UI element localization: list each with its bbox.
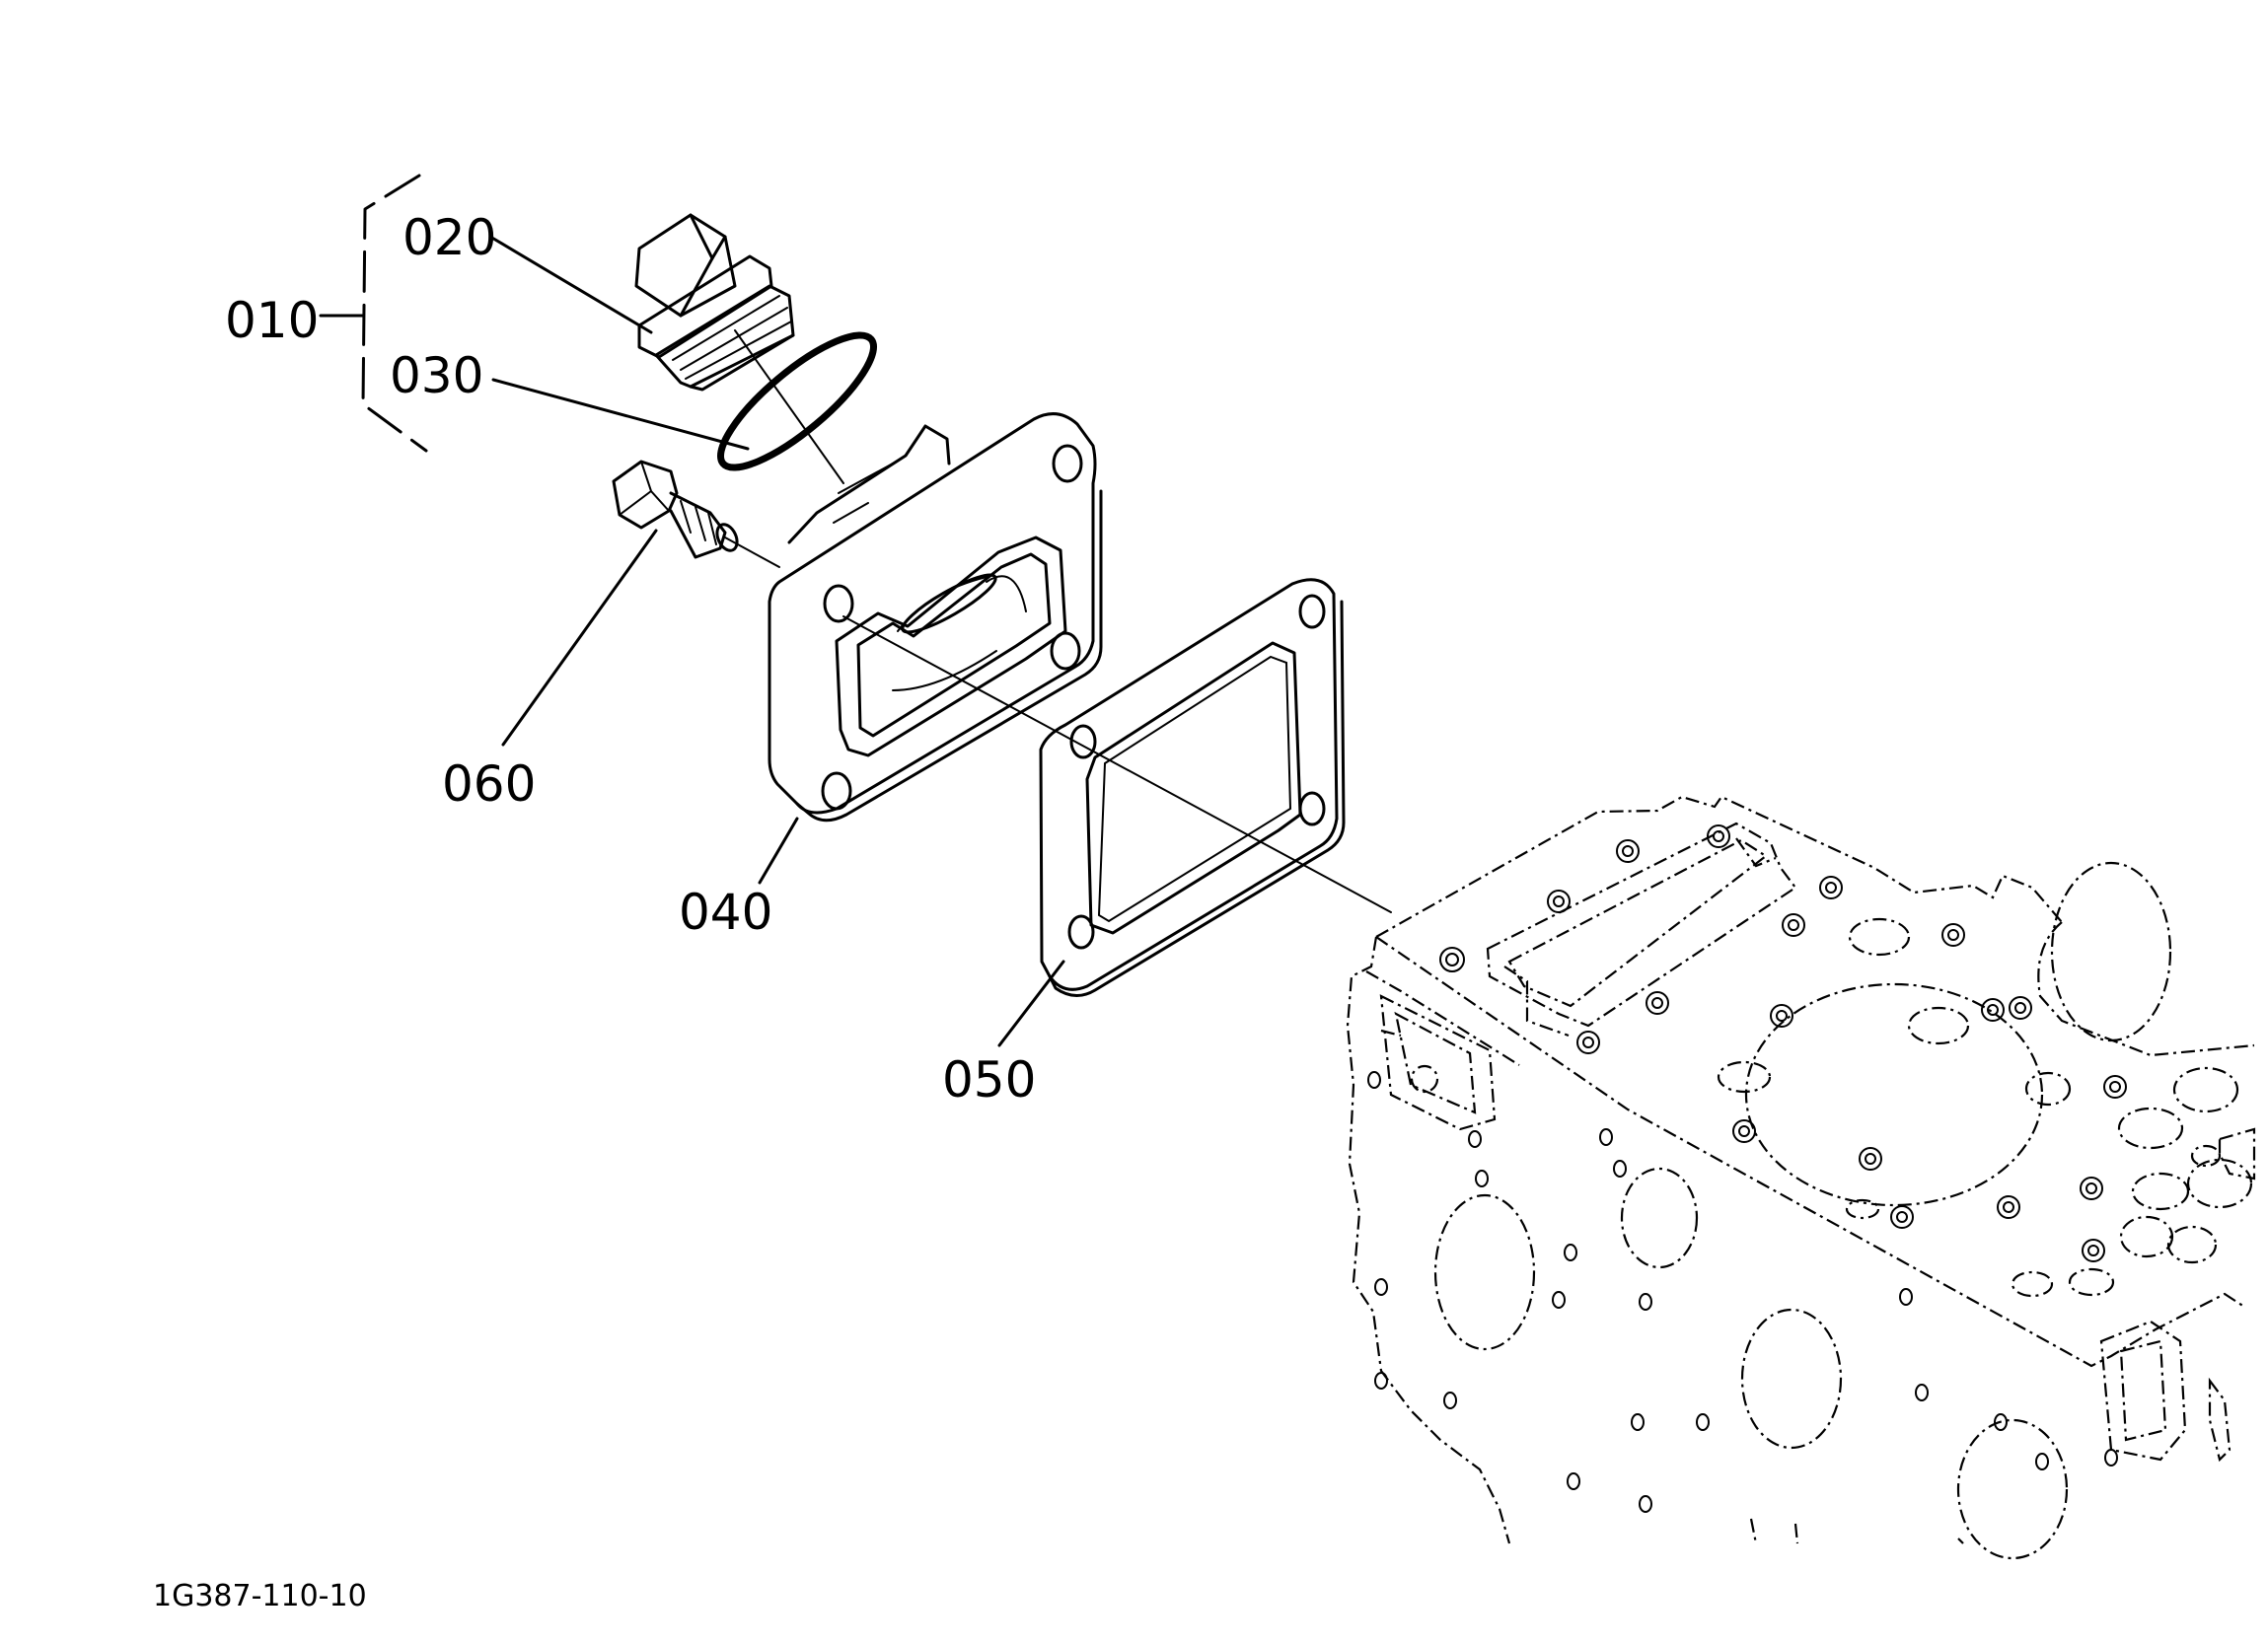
- deck-holes: [1439, 824, 2127, 1262]
- assembly-centerlines: [724, 329, 1392, 913]
- callout-020: 020: [402, 209, 496, 266]
- part-040-housing: [768, 412, 1103, 823]
- engine-block-phantom: [1346, 795, 2256, 1560]
- callout-040: 040: [679, 884, 772, 941]
- callout-060: 060: [442, 755, 536, 813]
- callout-labels: 010 020 030 060 040 050: [225, 209, 1036, 1109]
- drawing-code: 1G387-110-10: [153, 1579, 367, 1613]
- face-holes: [1367, 1071, 2118, 1513]
- part-020-cap: [634, 213, 795, 392]
- leader-lines: [488, 235, 1065, 1047]
- callout-010: 010: [225, 292, 319, 349]
- part-060-bolt: [612, 460, 739, 559]
- part-030-o-ring: [716, 331, 878, 471]
- callout-030: 030: [390, 347, 483, 404]
- part-050-gasket: [1039, 578, 1346, 997]
- assembly-bracket-010: [319, 174, 428, 453]
- callout-050: 050: [942, 1051, 1036, 1109]
